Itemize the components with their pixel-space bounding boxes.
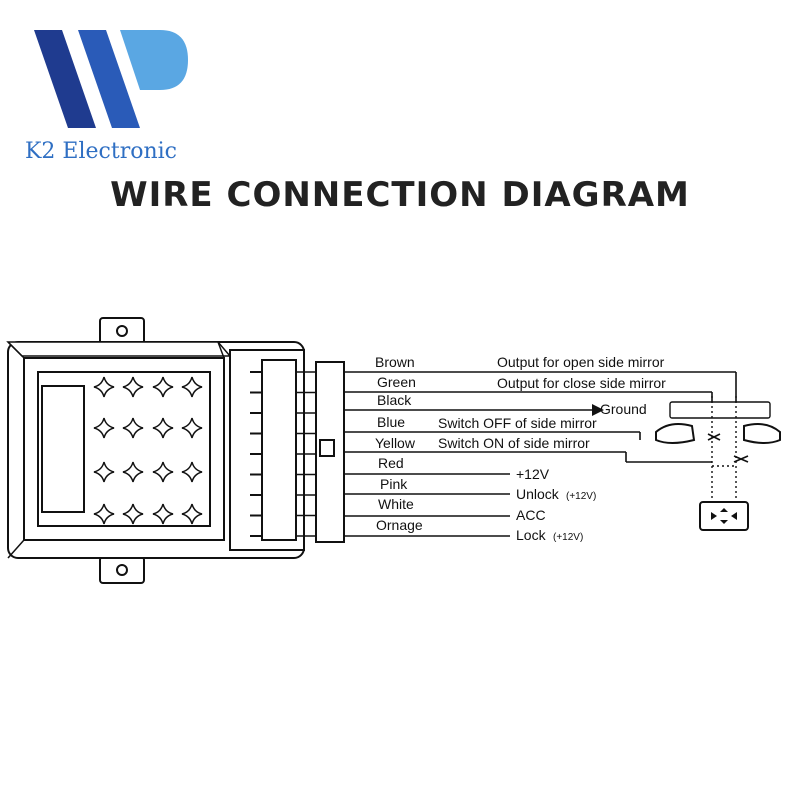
diamond-mark xyxy=(93,503,115,525)
wire-desc-yellow: Switch ON of side mirror xyxy=(438,435,590,451)
wire-suffix-pink: (+12V) xyxy=(566,491,596,502)
wire-desc-green: Output for close side mirror xyxy=(497,375,666,391)
wire-name-white: White xyxy=(378,496,414,512)
diamond-mark xyxy=(181,503,203,525)
diamond-mark xyxy=(152,503,174,525)
wire-name-pink: Pink xyxy=(380,476,408,492)
diamond-mark xyxy=(152,417,174,439)
diamond-mark xyxy=(122,461,144,483)
wire-name-blue: Blue xyxy=(377,414,405,430)
module-diamond-pattern xyxy=(93,376,203,525)
diamond-mark xyxy=(181,461,203,483)
diamond-mark xyxy=(122,376,144,398)
brand-logo xyxy=(34,30,188,128)
control-module xyxy=(6,317,345,584)
wire-name-green: Green xyxy=(377,374,416,390)
dotted-connections xyxy=(711,396,737,502)
wire-suffix-ornage: (+12V) xyxy=(553,532,583,543)
wire-name-ornage: Ornage xyxy=(376,517,423,533)
mirror-switch xyxy=(699,501,749,531)
diamond-mark xyxy=(181,417,203,439)
diamond-mark xyxy=(181,376,203,398)
diamond-mark xyxy=(152,376,174,398)
diamond-mark xyxy=(93,461,115,483)
diamond-mark xyxy=(93,417,115,439)
wire-desc-white: ACC xyxy=(516,507,546,523)
diagram-title: WIRE CONNECTION DIAGRAM xyxy=(110,175,690,215)
wire-name-black: Black xyxy=(377,392,412,408)
wire-name-red: Red xyxy=(378,455,404,471)
wire-desc-pink: Unlock xyxy=(516,486,560,502)
wire-desc-blue: Switch OFF of side mirror xyxy=(438,415,597,431)
diamond-mark xyxy=(152,461,174,483)
brand-name: K2 Electronic xyxy=(25,139,177,164)
wire-desc-ornage: Lock xyxy=(516,527,547,543)
wire-desc-red: +12V xyxy=(516,466,550,482)
wire-desc-black: Ground xyxy=(600,401,647,417)
wire-desc-brown: Output for open side mirror xyxy=(497,354,665,370)
wire-name-brown: Brown xyxy=(375,354,415,370)
wire-name-yellow: Yellow xyxy=(375,435,416,451)
connector-pins xyxy=(250,371,316,537)
diamond-mark xyxy=(122,417,144,439)
diamond-mark xyxy=(122,503,144,525)
diamond-mark xyxy=(93,376,115,398)
side-mirrors xyxy=(655,401,781,463)
